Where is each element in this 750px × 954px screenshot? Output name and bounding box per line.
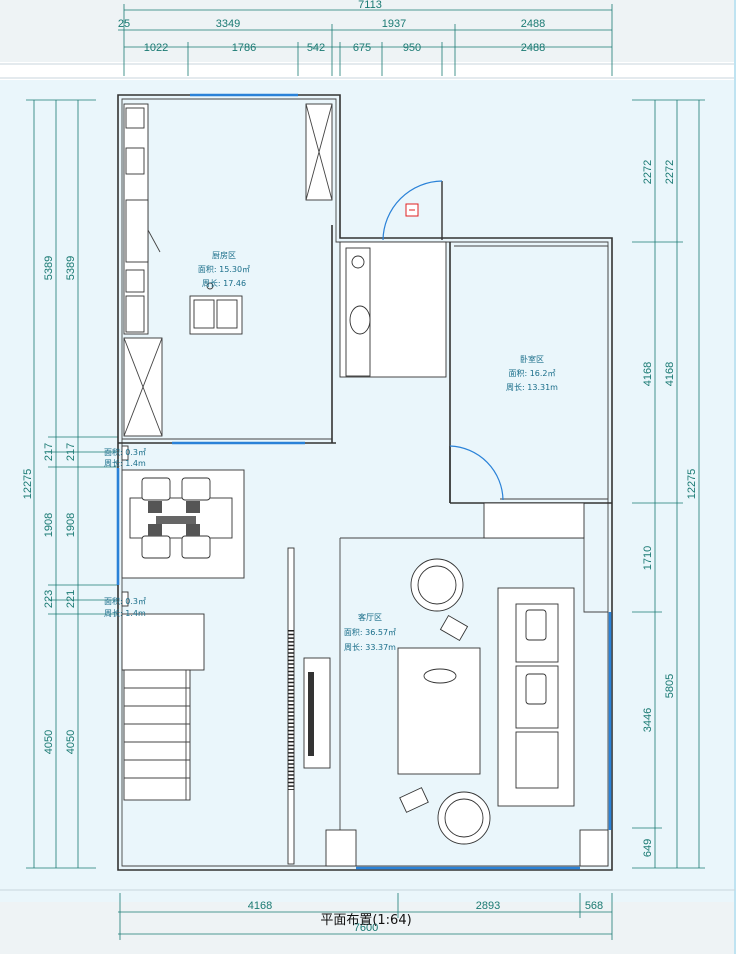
kitchen-tall-cabinet: [305, 103, 333, 201]
dim-right-r3: 1710: [642, 546, 654, 570]
dim-bottom-c: 568: [585, 900, 603, 912]
dim-left-217-a: 217: [43, 443, 55, 461]
room-divider: [287, 547, 331, 865]
dim-right-r1-b: 2272: [664, 160, 676, 184]
dim-left-lower-b: 4050: [65, 730, 77, 754]
dim-right-r6: 649: [642, 839, 654, 857]
dim-left-223: 223: [43, 590, 55, 608]
dim-top-r2-d: 675: [353, 42, 371, 54]
living-perimeter: 周长: 33.37m: [344, 642, 396, 652]
bedroom-perimeter: 周长: 13.31m: [506, 382, 558, 392]
dim-left-upper-a: 5389: [43, 256, 55, 280]
left-dimension-lines: [26, 99, 118, 869]
paper-sheet: [0, 80, 735, 902]
bathroom-fixtures: [345, 247, 371, 377]
left-window-markers: [121, 445, 129, 607]
dim-top-r2-f: 2488: [521, 42, 545, 54]
dim-right-total: 12275: [686, 469, 698, 500]
dim-top-r1-c: 1937: [382, 18, 406, 30]
dim-left-mid-a: 1908: [43, 513, 55, 537]
dim-bottom-b: 2893: [476, 900, 500, 912]
dim-left-217-b: 217: [65, 443, 77, 461]
staircase: [123, 669, 191, 801]
bedroom-area: 面积: 16.2㎡: [508, 368, 555, 378]
bedroom-name: 卧室区: [520, 354, 544, 364]
dim-top-r2-e: 950: [403, 42, 421, 54]
small-area-2-perimeter: 周长: 1.4m: [104, 608, 146, 618]
living-area: 面积: 36.57㎡: [344, 627, 396, 637]
right-dimension-lines: [632, 99, 705, 869]
dim-right-r1-a: 2272: [642, 160, 654, 184]
dim-top-r1-d: 2488: [521, 18, 545, 30]
drawing-title: 平面布置(1:64): [320, 913, 411, 928]
kitchen-area: 面积: 15.30㎡: [198, 264, 250, 274]
dim-left-mid-b: 1908: [65, 513, 77, 537]
dim-right-r4: 3446: [642, 708, 654, 732]
dim-top-r1-a: 25: [118, 18, 130, 30]
kitchen-cabinets: [123, 103, 163, 437]
dim-right-r2-a: 4168: [642, 362, 654, 386]
small-area-1-area: 面积: 0.3㎡: [104, 447, 146, 457]
kitchen-name: 厨房区: [212, 250, 236, 260]
dim-top-r2-a: 1022: [144, 42, 168, 54]
kitchen-sink: [189, 282, 243, 335]
dim-left-total: 12275: [22, 469, 34, 500]
kitchen-perimeter: 周长: 17.46: [202, 278, 246, 288]
bottom-band: [0, 902, 735, 954]
dim-top-r1-b: 3349: [216, 18, 240, 30]
dim-top-r2-c: 542: [307, 42, 325, 54]
dim-bottom-total: 7600: [354, 922, 378, 934]
small-area-2-area: 面积: 0.3㎡: [104, 596, 146, 606]
dim-top-r2-b: 1786: [232, 42, 256, 54]
top-dimension-lines: [118, 4, 613, 76]
dim-left-lower-a: 4050: [43, 730, 55, 754]
bottom-dimension-lines: [118, 893, 613, 940]
dim-top-total: 7113: [358, 0, 382, 11]
living-furniture: [397, 558, 575, 845]
dim-left-221: 221: [65, 590, 77, 608]
small-area-1-perimeter: 周长: 1.4m: [104, 458, 146, 468]
bedroom-door: [449, 445, 504, 503]
dim-right-r2-b: 4168: [664, 362, 676, 386]
dim-left-upper-b: 5389: [65, 256, 77, 280]
entry-door: [382, 180, 443, 241]
living-name: 客厅区: [358, 612, 382, 622]
dim-right-r5: 5805: [664, 674, 676, 698]
dim-bottom-a: 4168: [248, 900, 272, 912]
dining-set: [121, 469, 245, 579]
windows: [116, 93, 612, 870]
